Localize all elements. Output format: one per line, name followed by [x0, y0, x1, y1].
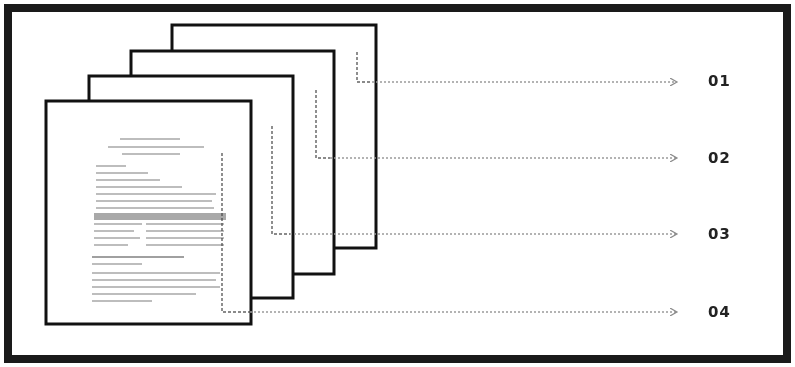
- layer-label-02: 02: [708, 149, 731, 167]
- layer-label-03: 03: [708, 225, 731, 243]
- layer-label-01: 01: [708, 72, 731, 90]
- layer-label-04: 04: [708, 303, 731, 321]
- page-layer-04: [46, 101, 251, 324]
